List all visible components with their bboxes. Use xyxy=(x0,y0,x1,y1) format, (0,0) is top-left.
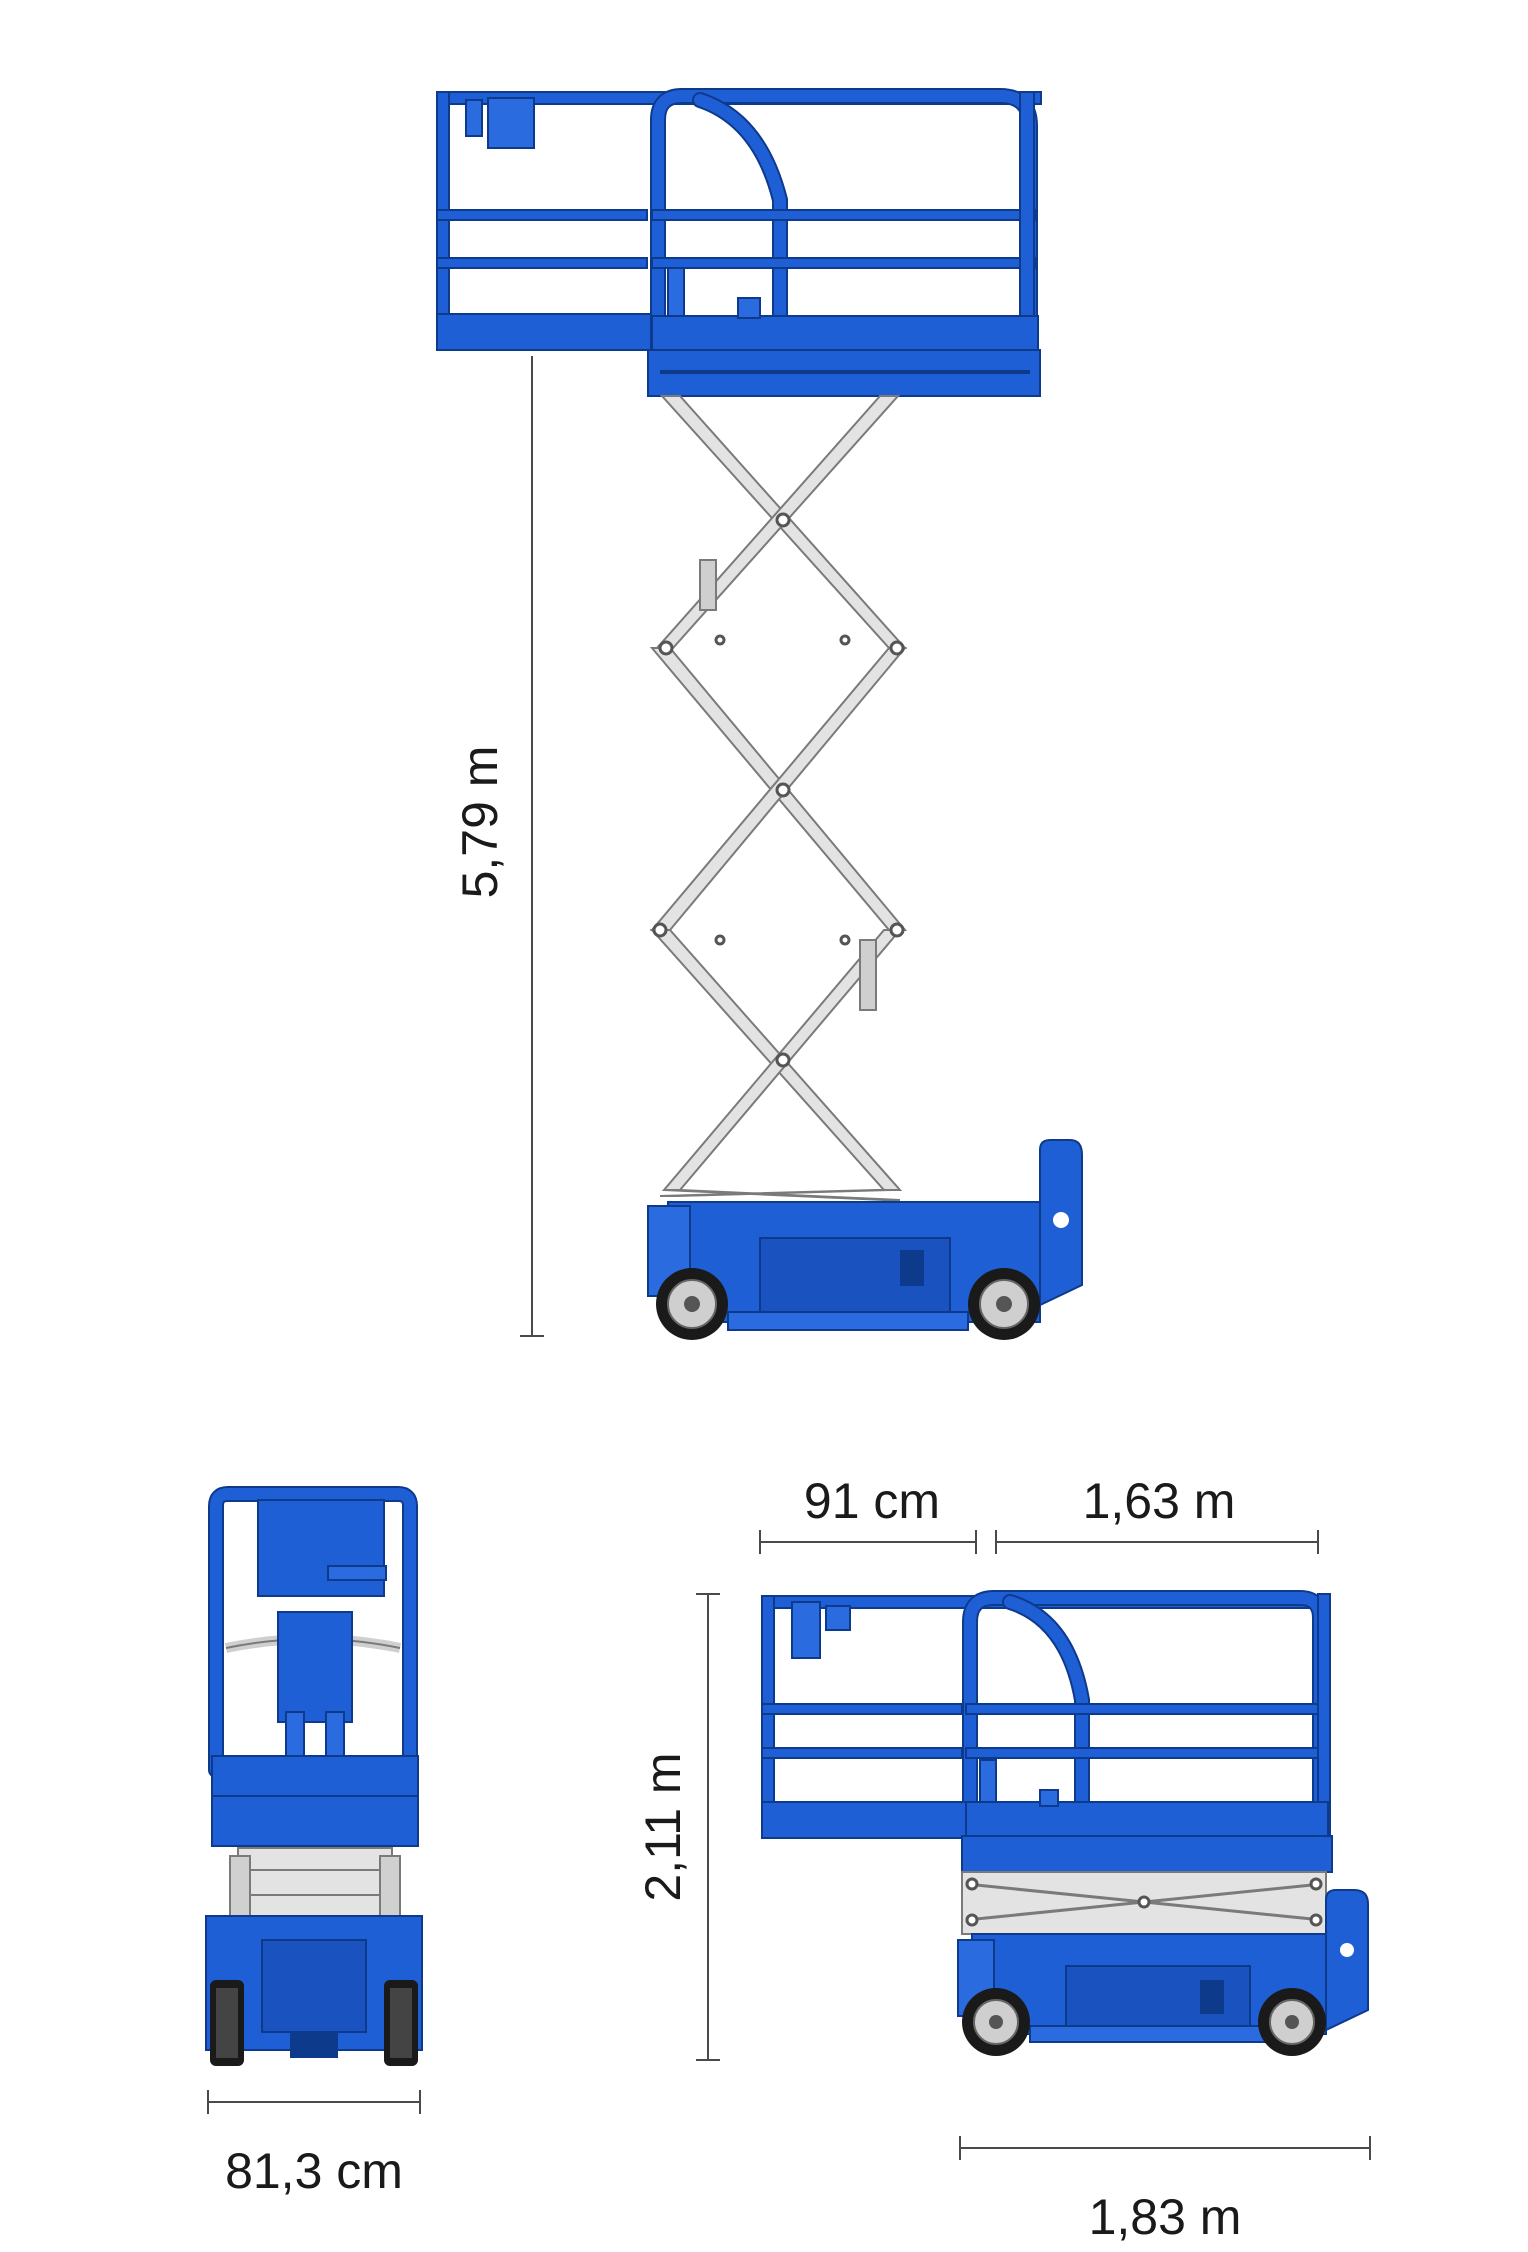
overall-length-label: 1,83 m xyxy=(1089,2189,1242,2245)
stowed-chassis xyxy=(957,1889,1369,2056)
stowed-platform-deck xyxy=(761,1789,1333,1873)
stowed-scissor-stack xyxy=(961,1871,1327,1935)
front-view: 81,3 cm xyxy=(205,1486,423,2199)
front-platform-deck xyxy=(211,1755,419,1847)
stowed-top-dimensions: 91 cm 1,63 m xyxy=(759,1473,1319,1554)
extension-label: 91 cm xyxy=(804,1473,940,1529)
platform-length-label: 1,63 m xyxy=(1083,1473,1236,1529)
elevated-chassis xyxy=(647,1139,1083,1340)
front-platform-railing xyxy=(208,1486,418,1778)
stowed-height-label: 2,11 m xyxy=(635,1752,691,1901)
front-scissor-stack xyxy=(229,1847,401,1917)
elevated-platform-deck xyxy=(436,297,1041,397)
front-chassis xyxy=(205,1915,423,2066)
scissor-stack xyxy=(649,395,908,1201)
elevated-height-dimension: 5,79 m xyxy=(452,356,544,1337)
stowed-platform-railing xyxy=(761,1590,1331,1835)
elevated-platform-railing xyxy=(436,88,1042,353)
elevated-height-label: 5,79 m xyxy=(452,746,508,899)
front-width-dimension: 81,3 cm xyxy=(207,2090,421,2199)
stowed-height-dimension: 2,11 m xyxy=(635,1593,720,2061)
elevated-side-view: 5,79 m xyxy=(436,88,1083,1340)
stowed-side-view: 91 cm 1,63 m 2,11 m xyxy=(635,1473,1371,2245)
stowed-overall-length-dimension: 1,83 m xyxy=(959,2136,1371,2245)
front-width-label: 81,3 cm xyxy=(225,2143,403,2199)
